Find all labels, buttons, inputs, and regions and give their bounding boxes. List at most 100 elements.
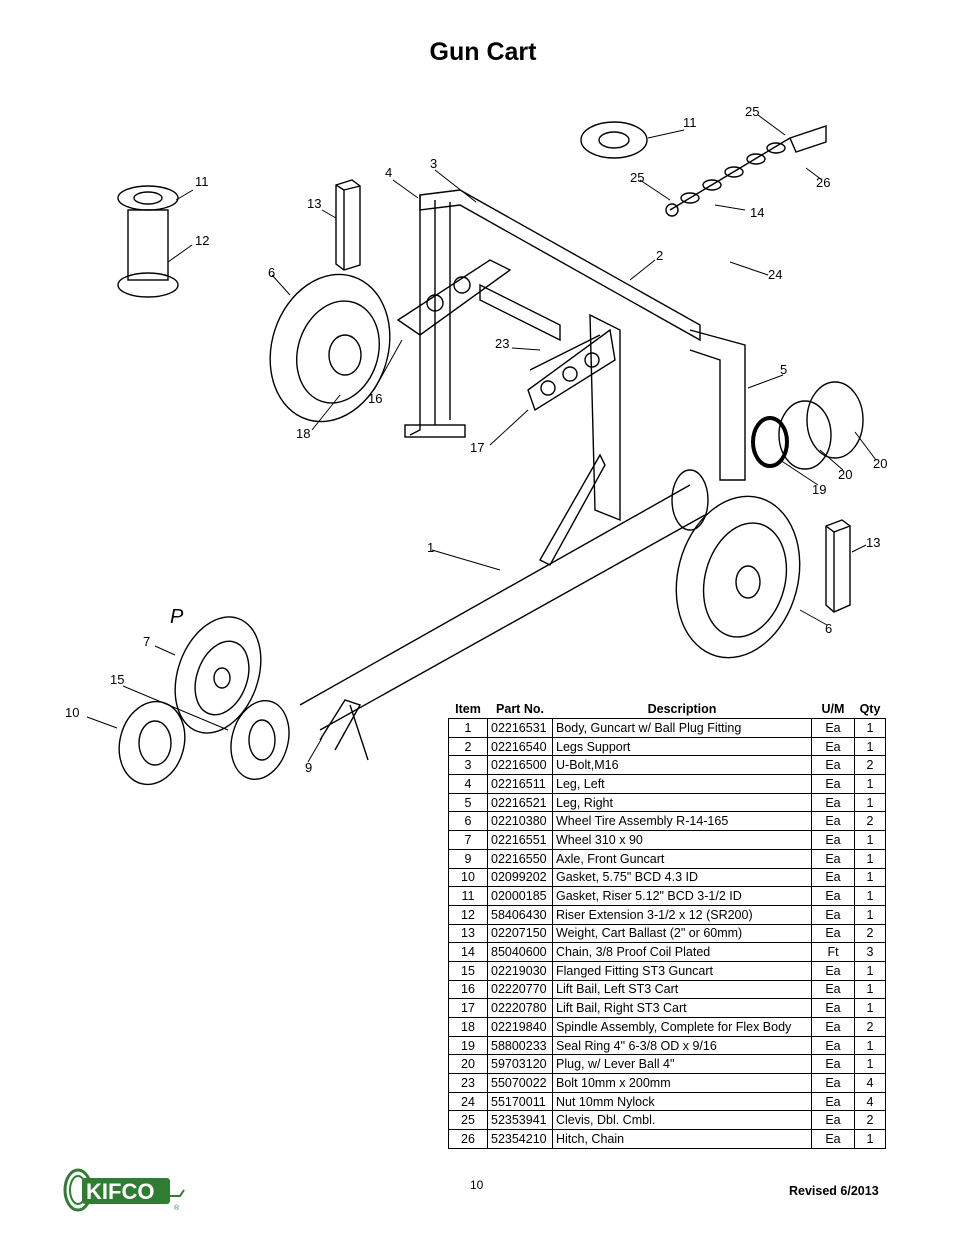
cell-description: Plug, w/ Lever Ball 4": [552, 1054, 812, 1075]
cell-um: Ea: [811, 1110, 855, 1131]
cell-part-no: 02216531: [487, 718, 553, 738]
cell-qty: 2: [854, 755, 886, 776]
cell-part-no: 58406430: [487, 904, 553, 925]
cell-qty: 3: [854, 942, 886, 962]
cell-part-no: 59703120: [487, 1054, 553, 1075]
gasket-top-drawing: [580, 121, 648, 159]
cell-item: 25: [448, 1110, 488, 1131]
callout-25b: 25: [630, 170, 644, 185]
cell-description: Leg, Right: [552, 792, 812, 813]
main-body-drawing: [299, 453, 709, 731]
cell-description: Body, Guncart w/ Ball Plug Fitting: [552, 718, 812, 738]
cell-qty: 1: [854, 998, 886, 1018]
cell-part-no: 02220780: [487, 998, 553, 1018]
cell-item: 26: [448, 1129, 488, 1149]
callout-14: 14: [750, 205, 764, 220]
header-um: U/M: [821, 702, 845, 716]
cell-um: Ea: [811, 867, 855, 888]
cell-item: 24: [448, 1091, 488, 1112]
cell-qty: 1: [854, 774, 886, 794]
cell-part-no: 58800233: [487, 1035, 553, 1056]
cell-qty: 1: [854, 979, 886, 1000]
table-header-row: Item Part No. Description U/M Qty: [449, 700, 886, 719]
cell-description: Flanged Fitting ST3 Guncart: [552, 960, 812, 981]
cell-qty: 1: [854, 830, 886, 850]
cell-description: Hitch, Chain: [552, 1129, 812, 1149]
callout-11a: 11: [195, 174, 209, 189]
cell-qty: 2: [854, 1017, 886, 1037]
cell-um: Ea: [811, 848, 855, 869]
cell-description: Wheel 310 x 90: [552, 830, 812, 850]
cell-description: Lift Bail, Right ST3 Cart: [552, 998, 812, 1018]
callout-26: 26: [816, 175, 830, 190]
cell-description: Wheel Tire Assembly R-14-165: [552, 811, 812, 832]
exploded-parts-diagram: 11 12 13 6 4 3 11 25 25 14 26 2 24 5 23 …: [0, 90, 954, 790]
cell-description: Riser Extension 3-1/2 x 12 (SR200): [552, 904, 812, 925]
cell-um: Ft: [811, 942, 855, 962]
callout-13b: 13: [866, 535, 880, 550]
cell-um: Ea: [811, 923, 855, 944]
cell-part-no: 02000185: [487, 886, 553, 906]
cell-description: Chain, 3/8 Proof Coil Plated: [552, 942, 812, 962]
header-description: Description: [647, 702, 717, 716]
cell-description: Weight, Cart Ballast (2" or 60mm): [552, 923, 812, 944]
handwritten-mark: P: [170, 606, 184, 628]
cell-item: 19: [448, 1035, 488, 1056]
wheel-right-drawing: [675, 495, 801, 659]
cell-qty: 1: [854, 1054, 886, 1075]
cell-item: 18: [448, 1017, 488, 1037]
front-wheel-drawing: [174, 616, 262, 734]
cell-um: Ea: [811, 1017, 855, 1037]
callout-23: 23: [495, 336, 509, 351]
callout-18: 18: [296, 426, 310, 441]
callout-24: 24: [768, 267, 782, 282]
cell-item: 17: [448, 998, 488, 1018]
cell-part-no: 02220770: [487, 979, 553, 1000]
cell-part-no: 55170011: [487, 1091, 553, 1112]
cell-item: 13: [448, 923, 488, 944]
cell-description: Gasket, 5.75" BCD 4.3 ID: [552, 867, 812, 888]
cell-item: 7: [448, 830, 488, 850]
bolt-drawing: [529, 334, 601, 371]
cell-item: 6: [448, 811, 488, 832]
callout-6b: 6: [825, 621, 832, 636]
cell-um: Ea: [811, 755, 855, 776]
header-item: Item: [455, 702, 481, 716]
callout-13a: 13: [307, 196, 321, 211]
callout-3: 3: [430, 156, 437, 171]
cell-description: U-Bolt,M16: [552, 755, 812, 776]
cell-um: Ea: [811, 830, 855, 850]
callout-1: 1: [427, 540, 434, 555]
cell-qty: 1: [854, 960, 886, 981]
cell-description: Seal Ring 4" 6-3/8 OD x 9/16: [552, 1035, 812, 1056]
chain-hitch-drawing: [665, 125, 827, 217]
cell-part-no: 52354210: [487, 1129, 553, 1149]
cell-qty: 2: [854, 1110, 886, 1131]
callout-9: 9: [305, 760, 312, 775]
cell-part-no: 02207150: [487, 923, 553, 944]
cell-qty: 1: [854, 792, 886, 813]
cell-qty: 1: [854, 736, 886, 757]
logo-text: KIFCO: [86, 1179, 154, 1204]
cell-part-no: 02216521: [487, 792, 553, 813]
cell-item: 9: [448, 848, 488, 869]
lift-bails-drawing: [396, 259, 616, 412]
callout-6a: 6: [268, 265, 275, 280]
cell-description: Spindle Assembly, Complete for Flex Body: [552, 1017, 812, 1037]
callout-17: 17: [470, 440, 484, 455]
parts-table: Item Part No. Description U/M Qty 1 02216…: [448, 700, 886, 1149]
cell-item: 20: [448, 1054, 488, 1075]
cell-item: 23: [448, 1073, 488, 1093]
axle-drawing: [319, 699, 369, 761]
kifco-logo: KIFCO ®: [62, 1166, 192, 1216]
callout-2: 2: [656, 248, 663, 263]
